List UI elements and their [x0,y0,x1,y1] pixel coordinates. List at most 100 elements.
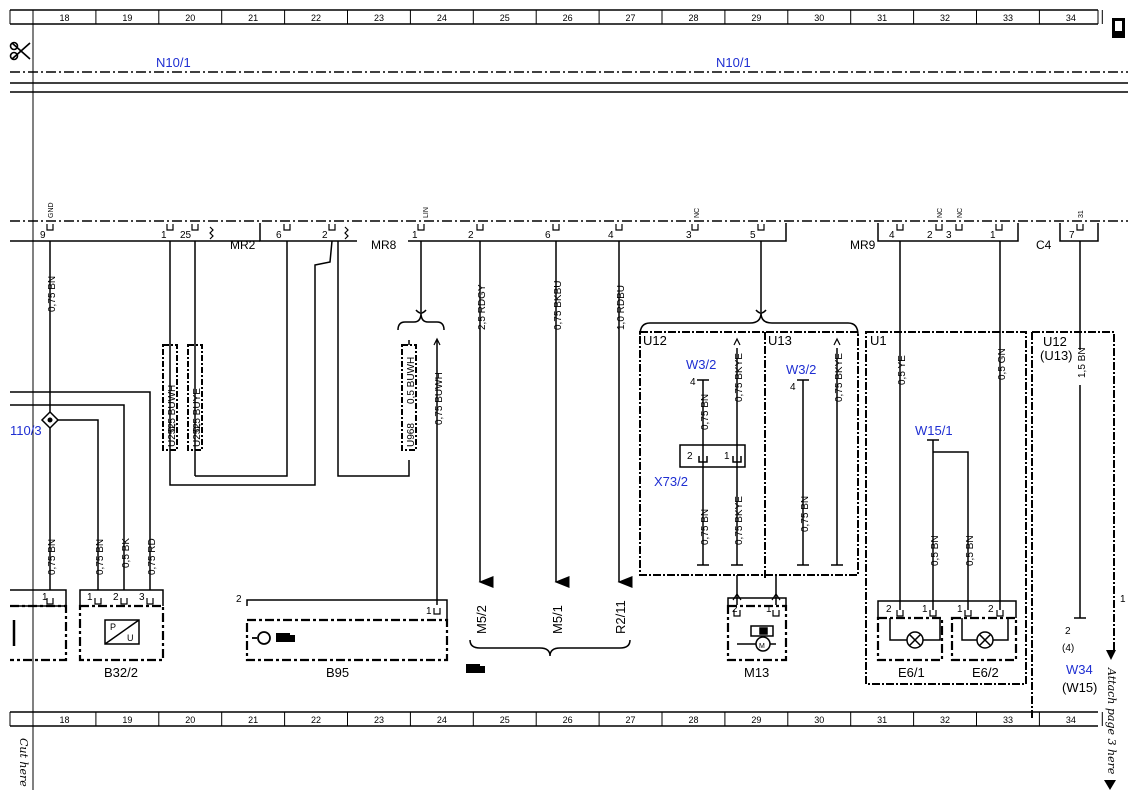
num-b95-p1: 1 [426,606,432,617]
wire-label-b32-bk: 0,5 BK [121,538,132,568]
top-grid-number: 26 [563,13,573,23]
connector-mr9: MR9 [850,238,876,252]
harness-label-right: N10/1 [716,55,751,70]
ref-110-3: 110/3 [10,423,42,438]
component-m13: M13 [744,665,769,680]
top-grid-ruler [9,9,1099,25]
harness-label-left: N10/1 [156,55,191,70]
pin-1b: 1 [412,230,418,241]
num-right-1: 1 [1120,594,1126,605]
bottom-grid-number: 29 [751,715,761,725]
motor-icon [737,625,776,652]
pin-7: 7 [1069,230,1075,241]
pin-4: 4 [608,230,614,241]
pin-5: 5 [750,230,756,241]
bottom-grid-number: 25 [500,715,510,725]
component-b95: B95 [326,665,349,680]
join-arrow-icon [1104,780,1116,790]
component-boxes [10,604,1018,662]
u12-right-box [1031,331,1115,720]
wire-label-rdbu: 1,0 RDBU [616,285,627,330]
num-e62-p2: 2 [988,604,994,615]
bottom-grid-number: 31 [877,715,887,725]
pin-6b: 6 [545,230,551,241]
wire-label-gnd: 0,75 BN [47,276,58,312]
bottom-grid-number: 27 [626,715,636,725]
pointing-hand-icon [276,633,295,642]
splice-label-u252b-text: U252 [192,423,203,447]
wire-paths [10,240,1081,618]
wire-label-b32-rd: 0,75 RD [147,538,158,575]
splice-boxes [162,344,417,451]
component-m5-2: M5/2 [474,605,489,634]
num-b95-p2: 2 [236,594,242,605]
pin-1a: 1 [161,230,167,241]
top-grid-number: 31 [877,13,887,23]
wire-label-gn: 0,5 GN [997,348,1008,380]
lamp-icon-e62 [961,618,1009,649]
num-e62-p1: 1 [957,604,963,615]
num-e61-p1: 1 [922,604,928,615]
pin-tag-nc1: NC [694,208,701,218]
connector-c4: C4 [1036,238,1052,252]
num-b32-p2: 2 [113,592,119,603]
ref-w3-2-a: W3/2 [686,357,716,372]
wire-label-x73-bkye: 0,75 BKYE [734,496,745,545]
num-4b: 4 [790,382,796,393]
sensor-knob-icon [252,631,271,645]
bottom-grid-number: 20 [185,715,195,725]
option-u1: U1 [870,333,887,348]
pin-6: 6 [276,230,282,241]
top-grid-number: 20 [185,13,195,23]
num-left-p1: 1 [42,592,48,603]
attach-page-text: Attach page 3 here [1105,667,1118,775]
top-grid-number: 19 [122,13,132,23]
top-grid-ticks [32,10,1103,24]
component-pins [46,598,1004,617]
x73-2-connector [679,444,746,468]
connector-mr2: MR2 [230,238,256,252]
option-u13-right: (U13) [1040,348,1073,363]
wire-label-u12-bkye: 0,75 BKYE [734,353,745,402]
bottom-grid-number: 28 [688,715,698,725]
cut-here-text: Cut here [17,738,30,787]
w34-arrow-icon [1106,650,1116,660]
top-grid-number: 32 [940,13,950,23]
connector-pins [46,224,1084,231]
option-u12-right: U12 [1043,334,1067,349]
ref-x73-2: X73/2 [654,474,688,489]
terminal-bars [697,379,1086,619]
num-4a: 4 [690,377,696,388]
pin-2c: 2 [927,230,933,241]
wire-label-buye: 0,5 BUYE [192,388,203,432]
option-u12: U12 [643,333,667,348]
splice-label-u968-text: U968 [406,423,417,447]
num-x73-p1: 1 [724,451,730,462]
num-e61-p2: 2 [886,604,892,615]
wire-label-buwh3: 0,75 BUWH [434,372,445,425]
top-grid-number: 24 [437,13,447,23]
bottom-grid-number: 18 [59,715,69,725]
wire-label-b32-bn1: 0,75 BN [47,539,58,575]
wire-label-rdgy: 2,5 RDGY [477,284,488,330]
bottom-grid-number: 19 [122,715,132,725]
pressure-sensor-icon [104,619,140,645]
bottom-grid-number: 26 [563,715,573,725]
pin-tag-nc2: NC [937,208,944,218]
pin-9: 9 [40,230,46,241]
bottom-grid-ticks [32,712,1103,726]
component-housings [10,589,1017,620]
pointing-hand-icon-2 [466,664,485,673]
wire-label-buwh2: 0,5 BUWH [406,357,417,404]
u12-u13-box [639,331,859,580]
option-u13: U13 [768,333,792,348]
wire-label-b32-bn2: 0,75 BN [95,539,106,575]
bottom-grid-number: 33 [1003,715,1013,725]
bottom-grid-number: 32 [940,715,950,725]
splice-dot [47,417,53,423]
wire-label-u13-bkye: 0,75 BKYE [834,353,845,402]
pin-1c: 1 [990,230,996,241]
top-grid-number: 30 [814,13,824,23]
